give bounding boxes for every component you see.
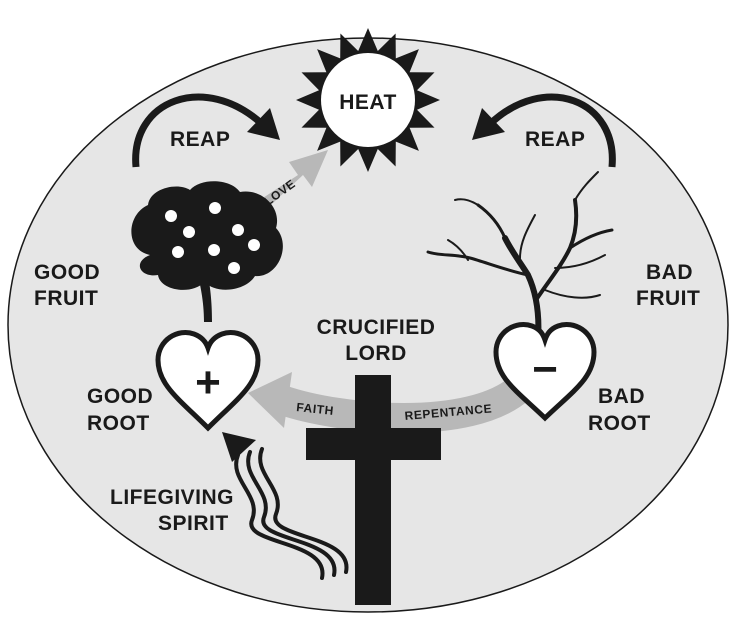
good-root-line1: GOOD xyxy=(87,385,153,408)
bad-root-line2: ROOT xyxy=(588,412,651,435)
cross-label-line2: LORD xyxy=(345,342,407,365)
bad-fruit-line1: BAD xyxy=(646,261,693,284)
good-fruit-line1: GOOD xyxy=(34,261,100,284)
reap-left-label: REAP xyxy=(170,128,230,151)
spirit-line2: SPIRIT xyxy=(158,512,229,535)
good-root-line2: ROOT xyxy=(87,412,150,435)
spirit-line1: LIFEGIVING xyxy=(110,486,234,509)
cross-label-line1: CRUCIFIED xyxy=(317,316,436,339)
bad-fruit-line2: FRUIT xyxy=(636,287,700,310)
plus-symbol: + xyxy=(195,358,221,407)
reap-right-label: REAP xyxy=(525,128,585,151)
bad-root-line1: BAD xyxy=(598,385,645,408)
sun-label: HEAT xyxy=(339,91,397,114)
good-fruit-line2: FRUIT xyxy=(34,287,98,310)
minus-symbol: − xyxy=(532,345,558,394)
